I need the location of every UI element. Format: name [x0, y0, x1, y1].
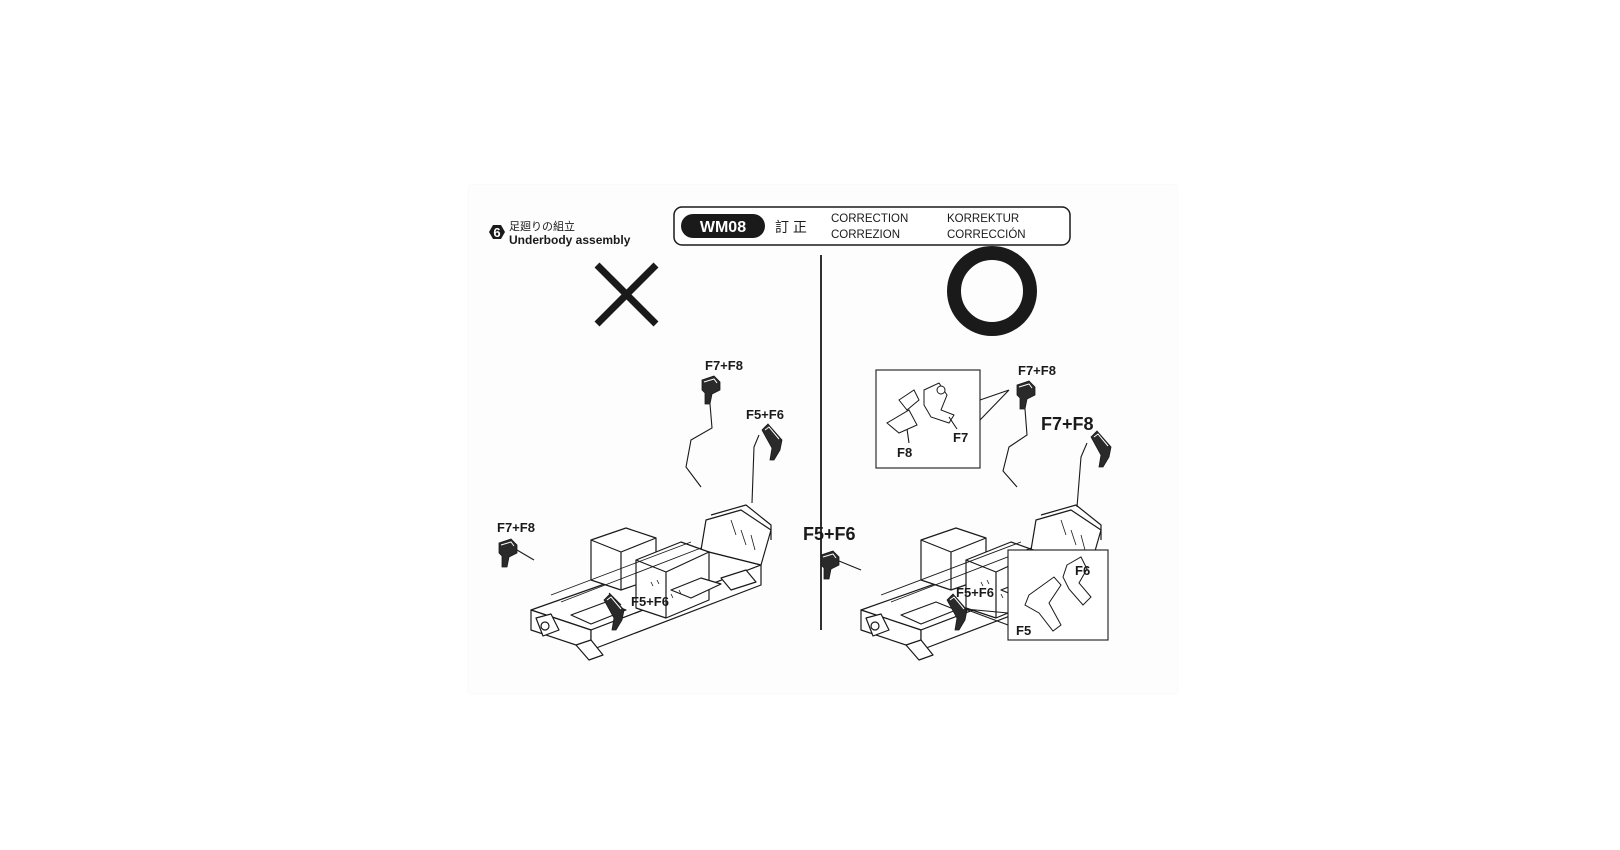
- step-title-en: Underbody assembly: [509, 233, 631, 247]
- label-f8-detail: F8: [897, 445, 912, 460]
- step-header: 6 足廻りの組立 Underbody assembly: [489, 219, 631, 247]
- correction-label-2b: CORRECCIÓN: [947, 228, 1026, 241]
- correction-ja: 訂 正: [775, 219, 807, 235]
- wrong-panel: F7+F8 F5+F6 F7+F8 F5+F6: [497, 262, 784, 661]
- part-f5f6-top: [761, 423, 783, 461]
- correct-panel: F8 F7 F7+F8 F7+F8 F5+F6 F5+F6 F6 F5: [803, 246, 1112, 661]
- detail-box-f5f6: F6 F5: [1007, 549, 1109, 641]
- detail-box-f7f8: F8 F7: [875, 369, 981, 469]
- part-f5f6-left: [820, 550, 840, 580]
- correction-code: WM08: [700, 219, 746, 236]
- leader-line: [516, 549, 535, 561]
- label-f7f8-top: F7+F8: [705, 358, 743, 373]
- label-f7f8-left: F7+F8: [497, 520, 535, 535]
- label-f7f8-right: F7+F8: [1041, 414, 1094, 434]
- leader-line: [1002, 408, 1028, 488]
- cross-mark-icon: [594, 262, 659, 327]
- leader-line: [1076, 442, 1088, 508]
- circle-mark-icon: [947, 246, 1037, 336]
- step-number: 6: [493, 225, 500, 240]
- instruction-sheet: 6 足廻りの組立 Underbody assembly WM08 訂 正 COR…: [469, 185, 1177, 693]
- correction-label-2a: CORREZION: [831, 229, 900, 241]
- part-f7f8-right: [1090, 430, 1112, 468]
- chassis-drawing-wrong: [530, 504, 772, 661]
- callout-lines-top: [979, 389, 1010, 421]
- part-f7f8-top-correct: [1016, 380, 1036, 410]
- label-f5f6-bottom-correct: F5+F6: [956, 585, 994, 600]
- step-hexagon-icon: [489, 225, 505, 239]
- assembly-diagram: 6 足廻りの組立 Underbody assembly WM08 訂 正 COR…: [489, 206, 1112, 661]
- label-f5f6-top: F5+F6: [746, 407, 784, 422]
- leader-line: [751, 434, 760, 504]
- part-f7f8-left: [498, 538, 518, 568]
- label-f6-detail: F6: [1075, 563, 1090, 578]
- correction-label-1a: CORRECTION: [831, 213, 908, 225]
- correction-box: WM08 訂 正 CORRECTION KORREKTUR CORREZION …: [673, 206, 1071, 246]
- leader-line: [838, 560, 862, 571]
- leader-line: [608, 592, 622, 606]
- callout-lines-bottom: [964, 608, 1009, 626]
- step-title-ja: 足廻りの組立: [509, 219, 575, 233]
- label-f5f6-left: F5+F6: [803, 524, 856, 544]
- label-f5f6-bottom: F5+F6: [631, 594, 669, 609]
- code-badge: [681, 214, 765, 238]
- label-f5-detail: F5: [1016, 623, 1031, 638]
- label-f7f8-top-correct: F7+F8: [1018, 363, 1056, 378]
- leader-line: [685, 403, 713, 488]
- correction-label-1b: KORREKTUR: [947, 213, 1019, 225]
- leader-line: [906, 416, 958, 444]
- part-f7f8-top: [701, 375, 721, 405]
- label-f7-detail: F7: [953, 430, 968, 445]
